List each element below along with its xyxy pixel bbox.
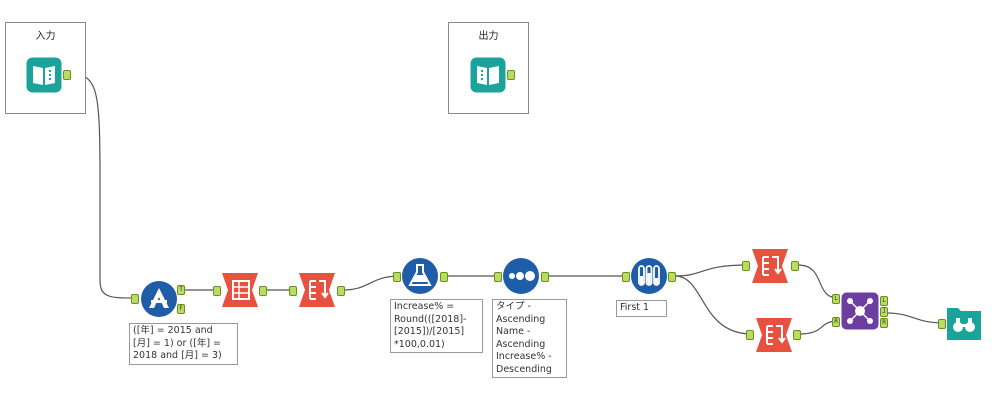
select-output-anchor[interactable] [337, 286, 345, 296]
output-input-anchor[interactable] [507, 70, 515, 80]
select-upper-output-anchor[interactable] [791, 261, 799, 271]
sample-tool[interactable] [630, 257, 668, 295]
join-right-output-anchor[interactable]: R [880, 318, 888, 328]
select-upper-input-anchor[interactable] [742, 261, 750, 271]
join-icon [841, 292, 879, 330]
select-icon [756, 318, 792, 352]
output-container[interactable]: 出力 [448, 22, 529, 114]
select-lower-input-anchor[interactable] [746, 330, 754, 340]
browse-icon [947, 308, 981, 340]
sample-input-anchor[interactable] [622, 272, 630, 282]
book-input-icon [26, 57, 62, 93]
filter-tool[interactable] [140, 280, 178, 318]
filter-false-anchor[interactable]: F [177, 304, 185, 314]
join-left-input-anchor[interactable]: L [832, 294, 840, 304]
sample-icon [631, 258, 667, 294]
sample-output-anchor[interactable] [668, 272, 676, 282]
formula-icon [402, 258, 438, 294]
join-tool[interactable] [841, 292, 879, 330]
sort-tool[interactable] [502, 257, 540, 295]
join-right-input-anchor[interactable]: R [832, 317, 840, 327]
select-icon [299, 273, 335, 307]
formula-input-anchor[interactable] [393, 272, 401, 282]
select-lower-output-anchor[interactable] [793, 330, 801, 340]
formula-annotation: Increase% = Round(([2018]- [2015])/[2015… [390, 299, 483, 353]
crosstab-icon [222, 273, 258, 307]
select-upper-tool[interactable] [751, 248, 789, 284]
select-tool[interactable] [298, 272, 336, 308]
formula-tool[interactable] [401, 257, 439, 295]
sample-annotation: First 1 [616, 300, 667, 317]
formula-output-anchor[interactable] [440, 272, 448, 282]
join-left-output-anchor[interactable]: L [880, 296, 888, 306]
select-lower-tool[interactable] [755, 317, 793, 353]
browse-tool[interactable] [946, 305, 982, 341]
input-container-title: 入力 [35, 31, 56, 42]
filter-input-anchor[interactable] [131, 294, 139, 304]
crosstab-tool[interactable] [221, 272, 259, 308]
sort-input-anchor[interactable] [494, 272, 502, 282]
select-icon [752, 249, 788, 283]
sort-annotation: タイプ - Ascending Name - Ascending Increas… [492, 299, 567, 378]
filter-annotation: ([年] = 2015 and [月] = 1) or ([年] = 2018 … [129, 323, 238, 365]
filter-icon [141, 281, 177, 317]
input-output-anchor[interactable] [63, 70, 71, 80]
output-data-tool[interactable] [470, 57, 506, 93]
sort-icon [503, 258, 539, 294]
sort-output-anchor[interactable] [541, 272, 549, 282]
join-join-output-anchor[interactable]: J [880, 307, 888, 317]
crosstab-output-anchor[interactable] [259, 286, 267, 296]
crosstab-input-anchor[interactable] [213, 286, 221, 296]
filter-true-anchor[interactable]: T [177, 285, 185, 295]
wire-input-to-filter [69, 73, 137, 299]
input-data-tool[interactable] [26, 57, 62, 93]
browse-input-anchor[interactable] [938, 319, 946, 329]
book-output-icon [470, 57, 506, 93]
output-container-title: 出力 [478, 31, 499, 42]
select-input-anchor[interactable] [289, 286, 297, 296]
